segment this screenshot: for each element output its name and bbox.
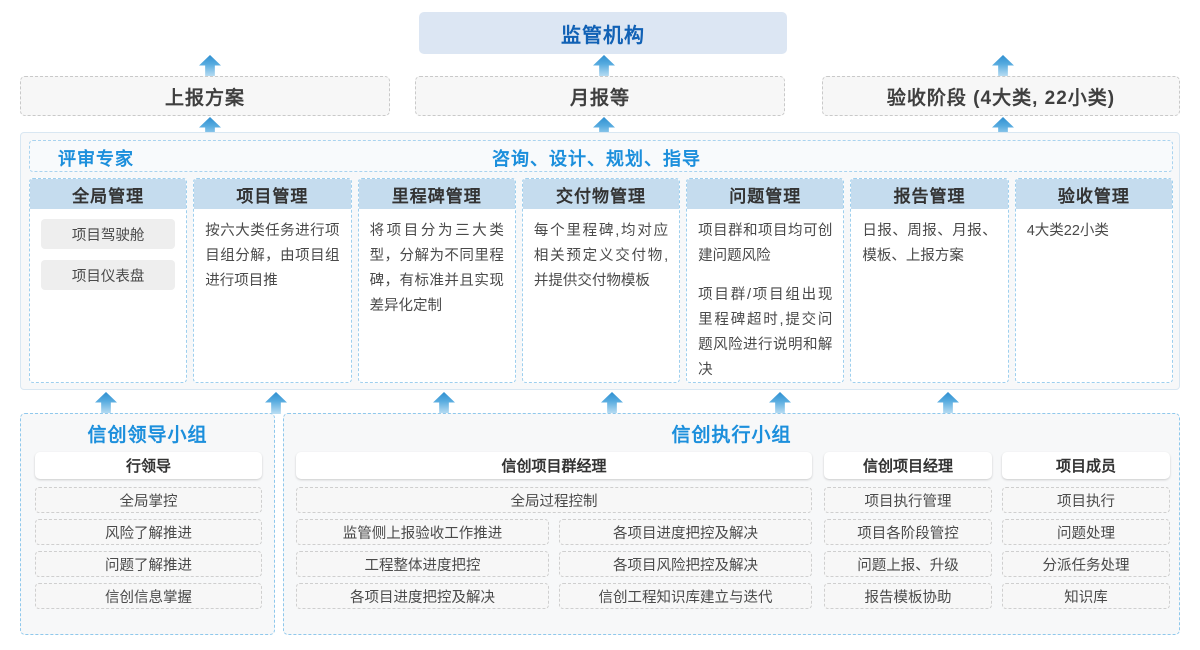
report-box-acceptance-label: 验收阶段 (4大类, 22小类) xyxy=(886,87,1116,109)
arrow-up-to-capability-1 xyxy=(95,392,117,414)
capability-column-4: 交付物管理每个里程碑,均对应相关预定义交付物,并提供交付物模板 xyxy=(521,178,681,383)
capability-column-title: 项目管理 xyxy=(194,179,351,209)
role-item[interactable]: 项目执行 xyxy=(1002,487,1170,513)
capability-columns: 全局管理项目驾驶舱项目仪表盘项目管理按六大类任务进行项目组分解，由项目组进行项目… xyxy=(29,178,1173,383)
capability-column-6: 报告管理日报、周报、月报、模板、上报方案 xyxy=(850,178,1009,383)
role-head-project-manager: 信创项目经理 xyxy=(824,452,992,479)
capability-column-body: 4大类22小类 xyxy=(1016,209,1172,244)
capability-column-body: 项目驾驶舱项目仪表盘 xyxy=(30,209,186,290)
report-box-monthly: 月报等 xyxy=(415,76,785,116)
role-head-bank-leader: 行领导 xyxy=(35,452,262,479)
capability-paragraph: 4大类22小类 xyxy=(1026,223,1109,239)
role-item[interactable]: 问题上报、升级 xyxy=(824,551,992,577)
regulator-label: 监管机构 xyxy=(561,24,645,47)
arrow-up-to-capability-4 xyxy=(601,392,623,414)
role-head-program-manager: 信创项目群经理 xyxy=(296,452,812,479)
capability-column-title: 问题管理 xyxy=(687,179,844,209)
role-items-bank-leader: 全局掌控风险了解推进问题了解推进信创信息掌握 xyxy=(35,487,262,609)
capability-column-body: 每个里程碑,均对应相关预定义交付物,并提供交付物模板 xyxy=(523,209,679,294)
role-item[interactable]: 各项目进度把控及解决 xyxy=(296,583,549,609)
capability-column-title: 报告管理 xyxy=(851,179,1008,209)
capability-column-title: 里程碑管理 xyxy=(358,179,515,209)
org-group-leadership-title: 信创领导小组 xyxy=(87,425,208,446)
arrow-up-to-regulator-3 xyxy=(992,55,1014,77)
capability-paragraph: 每个里程碑,均对应相关预定义交付物,并提供交付物模板 xyxy=(533,223,669,289)
role-item[interactable]: 问题了解推进 xyxy=(35,551,262,577)
capability-column-title: 交付物管理 xyxy=(522,179,680,209)
capability-column-1: 全局管理项目驾驶舱项目仪表盘 xyxy=(29,178,188,383)
role-item[interactable]: 问题处理 xyxy=(1002,519,1170,545)
consulting-label: 咨询、设计、规划、指导 xyxy=(492,149,701,169)
role-item[interactable]: 报告模板协助 xyxy=(824,583,992,609)
role-items-project-member: 项目执行问题处理分派任务处理知识库 xyxy=(1002,487,1170,609)
role-column-bank-leader: 行领导 全局掌控风险了解推进问题了解推进信创信息掌握 xyxy=(35,452,262,615)
org-group-leadership: 信创领导小组 行领导 全局掌控风险了解推进问题了解推进信创信息掌握 xyxy=(20,413,275,635)
report-box-plan-label: 上报方案 xyxy=(164,87,245,109)
role-item[interactable]: 全局掌控 xyxy=(35,487,262,513)
arrow-up-to-capability-2 xyxy=(265,392,287,414)
role-item[interactable]: 监管侧上报验收工作推进 xyxy=(296,519,549,545)
role-item[interactable]: 风险了解推进 xyxy=(35,519,262,545)
capability-column-7: 验收管理 4大类22小类 xyxy=(1014,178,1173,383)
arrow-up-to-capability-6 xyxy=(937,392,959,414)
role-item[interactable]: 各项目进度把控及解决 xyxy=(559,519,812,545)
role-items-program-manager-left: 监管侧上报验收工作推进工程整体进度把控各项目进度把控及解决 xyxy=(296,519,549,615)
role-item[interactable]: 项目各阶段管控 xyxy=(824,519,992,545)
role-head-project-member: 项目成员 xyxy=(1002,452,1170,479)
capability-paragraph: 按六大类任务进行项目组分解，由项目组进行项目推 xyxy=(205,223,340,289)
review-expert-label: 评审专家 xyxy=(58,149,134,169)
report-box-monthly-label: 月报等 xyxy=(569,87,630,109)
capability-chip[interactable]: 项目仪表盘 xyxy=(41,260,176,290)
role-column-program-manager: 信创项目群经理 全局过程控制 监管侧上报验收工作推进工程整体进度把控各项目进度把… xyxy=(296,452,812,615)
capability-paragraph: 项目群和项目均可创建问题风险 xyxy=(698,223,833,264)
arrow-up-to-regulator-2 xyxy=(593,55,615,77)
report-box-plan: 上报方案 xyxy=(20,76,390,116)
role-item[interactable]: 项目执行管理 xyxy=(824,487,992,513)
capability-column-body: 按六大类任务进行项目组分解，由项目组进行项目推 xyxy=(194,209,350,294)
arrow-up-to-regulator-1 xyxy=(199,55,221,77)
capability-column-body: 项目群和项目均可创建问题风险项目群/项目组出现里程碑超时,提交问题风险进行说明和… xyxy=(687,209,843,382)
role-item[interactable]: 知识库 xyxy=(1002,583,1170,609)
capability-panel: 评审专家 咨询、设计、规划、指导 全局管理项目驾驶舱项目仪表盘项目管理按六大类任… xyxy=(20,132,1180,390)
capability-column-body: 将项目分为三大类型，分解为不同里程碑，有标准并且实现差异化定制 xyxy=(359,209,515,319)
role-item[interactable]: 信创工程知识库建立与迭代 xyxy=(559,583,812,609)
org-group-execution-title: 信创执行小组 xyxy=(671,425,792,446)
capability-paragraph: 将项目分为三大类型，分解为不同里程碑，有标准并且实现差异化定制 xyxy=(369,223,504,314)
capability-column-title: 全局管理 xyxy=(30,179,187,209)
capability-column-2: 项目管理按六大类任务进行项目组分解，由项目组进行项目推 xyxy=(193,178,352,383)
role-item[interactable]: 各项目风险把控及解决 xyxy=(559,551,812,577)
capability-column-3: 里程碑管理将项目分为三大类型，分解为不同里程碑，有标准并且实现差异化定制 xyxy=(357,178,516,383)
org-group-execution: 信创执行小组 信创项目群经理 全局过程控制 监管侧上报验收工作推进工程整体进度把… xyxy=(283,413,1180,635)
role-items-program-manager-right: 各项目进度把控及解决各项目风险把控及解决信创工程知识库建立与迭代 xyxy=(559,519,812,615)
role-item-global-process-control: 全局过程控制 xyxy=(296,487,812,513)
capability-paragraph: 日报、周报、月报、模板、上报方案 xyxy=(862,223,997,264)
capability-column-5: 问题管理项目群和项目均可创建问题风险项目群/项目组出现里程碑超时,提交问题风险进… xyxy=(686,178,845,383)
role-items-project-manager: 项目执行管理项目各阶段管控问题上报、升级报告模板协助 xyxy=(824,487,992,609)
role-item[interactable]: 分派任务处理 xyxy=(1002,551,1170,577)
regulator-box: 监管机构 xyxy=(419,12,787,54)
arrow-up-to-capability-3 xyxy=(433,392,455,414)
capability-paragraph: 项目群/项目组出现里程碑超时,提交问题风险进行说明和解决 xyxy=(698,287,833,378)
report-box-acceptance: 验收阶段 (4大类, 22小类) xyxy=(822,76,1180,116)
capability-chip[interactable]: 项目驾驶舱 xyxy=(41,219,176,249)
capability-column-body: 日报、周报、月报、模板、上报方案 xyxy=(851,209,1007,269)
role-column-project-manager: 信创项目经理 项目执行管理项目各阶段管控问题上报、升级报告模板协助 xyxy=(824,452,992,615)
arrow-up-to-capability-5 xyxy=(769,392,791,414)
role-item[interactable]: 工程整体进度把控 xyxy=(296,551,549,577)
capability-panel-header: 评审专家 咨询、设计、规划、指导 xyxy=(29,140,1173,172)
org-panel: 信创领导小组 行领导 全局掌控风险了解推进问题了解推进信创信息掌握 信创执行小组… xyxy=(20,413,1180,635)
report-boxes-row: 上报方案 月报等 验收阶段 (4大类, 22小类) xyxy=(0,76,1200,116)
capability-column-title: 验收管理 xyxy=(1015,179,1172,209)
role-item[interactable]: 信创信息掌握 xyxy=(35,583,262,609)
role-column-project-member: 项目成员 项目执行问题处理分派任务处理知识库 xyxy=(1002,452,1170,615)
